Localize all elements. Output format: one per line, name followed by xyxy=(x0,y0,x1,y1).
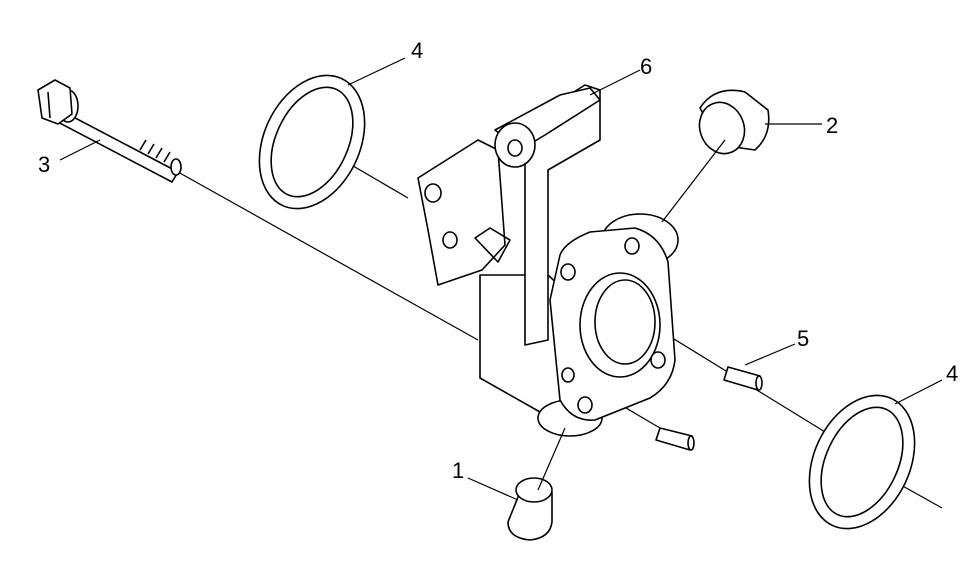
callout-part-6: 6 xyxy=(640,54,652,79)
callout-part-3: 3 xyxy=(38,152,50,177)
part-1-pin xyxy=(507,477,553,541)
part-2-cap xyxy=(698,89,770,155)
callout-part-5: 5 xyxy=(797,326,809,351)
part-5-dowel-pins xyxy=(655,366,763,451)
callout-part-1: 1 xyxy=(452,458,464,483)
part-4-seal-ring-top xyxy=(258,74,366,210)
callout-part-4-top: 4 xyxy=(411,38,423,63)
part-6-valve-body xyxy=(417,84,679,437)
callout-part-4-right: 4 xyxy=(946,361,958,386)
leader-lines xyxy=(59,57,943,501)
part-4-seal-ring-right xyxy=(808,394,916,530)
part-3-bolt xyxy=(37,79,182,183)
callout-part-2: 2 xyxy=(826,113,838,138)
callout-labels: 4 6 2 3 5 4 1 xyxy=(38,38,958,483)
